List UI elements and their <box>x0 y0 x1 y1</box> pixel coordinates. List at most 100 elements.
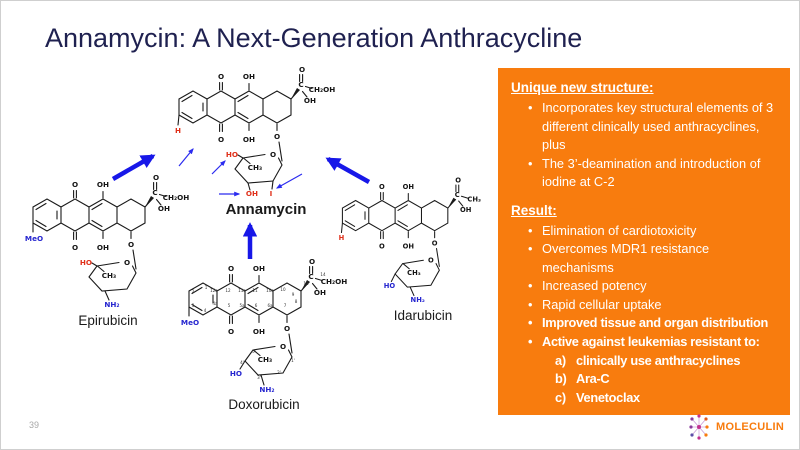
bullet-item: Incorporates key structural elements of … <box>511 99 781 155</box>
molecule-name-annamycin: Annamycin <box>225 201 307 218</box>
atom-label: CH₂OH <box>321 277 348 286</box>
atom-label: O <box>124 258 130 267</box>
atom-label: CH₃ <box>102 271 116 280</box>
sub-item: b)Ara-C <box>555 371 610 387</box>
atom-label: 3' <box>257 375 261 380</box>
atom-label: HO <box>384 282 396 290</box>
atom-label: OH <box>97 243 109 252</box>
atom-label: 1 <box>205 285 208 290</box>
atom-label: I <box>270 189 273 198</box>
atom-label: O <box>428 257 434 265</box>
bullet-item: Rapid cellular uptake <box>511 296 781 315</box>
atom-label: 6 <box>255 303 258 308</box>
atom-label: O <box>270 150 276 159</box>
molecule-network-icon <box>689 414 709 440</box>
atom-label: OH <box>253 264 265 273</box>
bullet-item: Elimination of cardiotoxicity <box>511 222 781 241</box>
sub-item: a)clinically use anthracyclines <box>555 352 741 368</box>
atom-label: 12 <box>225 288 231 293</box>
atom-label: 14 <box>320 272 326 277</box>
atom-label: OH <box>246 189 258 198</box>
atom-label: 9 <box>292 292 295 297</box>
atom-label: CH₃ <box>407 269 421 277</box>
atom-label: O <box>218 135 224 144</box>
atom-label: 12a <box>210 288 218 293</box>
atom-label: O <box>228 327 234 336</box>
atom-label: O <box>309 257 315 266</box>
atom-label: 8 <box>295 299 298 304</box>
atom-label: O <box>280 342 286 351</box>
bullet-item: Increased potency <box>511 277 781 296</box>
bullet-item: Improved tissue and organ distribution <box>511 314 781 333</box>
atom-label: 7 <box>284 303 287 308</box>
atom-label: OH <box>403 243 415 251</box>
atom-label: O <box>455 177 461 185</box>
atom-label: 11a <box>238 288 246 293</box>
atom-label: 1' <box>291 358 295 363</box>
atom-label: 5 <box>228 303 231 308</box>
atom-label: O <box>284 324 290 333</box>
bullet-item: Overcomes MDR1 resistance mechanisms <box>511 240 781 277</box>
atom-label: 4 <box>204 308 207 313</box>
atom-label: OH <box>460 206 472 214</box>
bullet-item: The 3’-deamination and introduction of i… <box>511 155 781 192</box>
atom-label: O <box>432 240 438 248</box>
moleculin-logo: MOLECULIN <box>688 412 784 442</box>
atom-label: CH₃ <box>467 195 481 203</box>
slide-title: Annamycin: A Next-Generation Anthracycli… <box>45 23 583 53</box>
info-section: Unique new structure: Incorporates key st… <box>511 80 781 192</box>
atom-label: NH₂ <box>259 385 274 394</box>
info-section: Result: Elimination of cardiotoxicityOver… <box>511 203 781 407</box>
bullet-item: Active against leukemias resistant to:a)… <box>511 333 781 407</box>
atom-label: 4' <box>240 360 244 365</box>
atom-label: CH₂OH <box>163 193 190 202</box>
molecule-name-idarubicin: Idarubicin <box>393 308 453 323</box>
atom-label: O <box>128 240 134 249</box>
atom-label: HO <box>226 150 238 159</box>
section-heading: Result: <box>511 202 557 218</box>
atom-label: C <box>298 80 303 89</box>
atom-label: 11 <box>252 288 258 293</box>
atom-label: OH <box>243 135 255 144</box>
info-box: Unique new structure: Incorporates key st… <box>498 68 790 415</box>
atom-label: 2' <box>277 370 281 375</box>
molecule-name-epirubicin: Epirubicin <box>78 313 138 328</box>
atom-label: 6a <box>267 303 273 308</box>
page-number: 39 <box>29 420 40 430</box>
atom-label: NH₂ <box>411 296 425 304</box>
atom-label: O <box>218 72 224 81</box>
atom-label: O <box>274 132 280 141</box>
atom-label: OH <box>253 327 265 336</box>
atom-label: CH₃ <box>258 355 272 364</box>
info-box-content: Unique new structure: Incorporates key st… <box>511 80 781 407</box>
atom-label: OH <box>243 72 255 81</box>
atom-label: O <box>153 173 159 182</box>
atom-label: NH₂ <box>104 300 119 309</box>
atom-label: HO <box>80 258 92 267</box>
atom-label: C <box>152 188 157 197</box>
atom-label: O <box>379 183 385 191</box>
molecule-name-doxorubicin: Doxorubicin <box>228 397 300 412</box>
atom-label: C <box>308 272 313 281</box>
atom-label: 4a <box>212 301 218 306</box>
logo-text: MOLECULIN <box>716 421 785 433</box>
atom-label: 10a <box>266 288 274 293</box>
atom-label: H <box>339 234 345 242</box>
sub-item: c)Venetoclax <box>555 389 640 405</box>
atom-label: O <box>379 243 385 251</box>
section-heading: Unique new structure: <box>511 80 654 95</box>
atom-label: O <box>72 180 78 189</box>
atom-label: OH <box>158 204 170 213</box>
atom-label: H <box>175 126 181 135</box>
atom-label: 2 <box>192 289 195 294</box>
atom-label: O <box>228 264 234 273</box>
atom-label: CH₂OH <box>309 85 336 94</box>
